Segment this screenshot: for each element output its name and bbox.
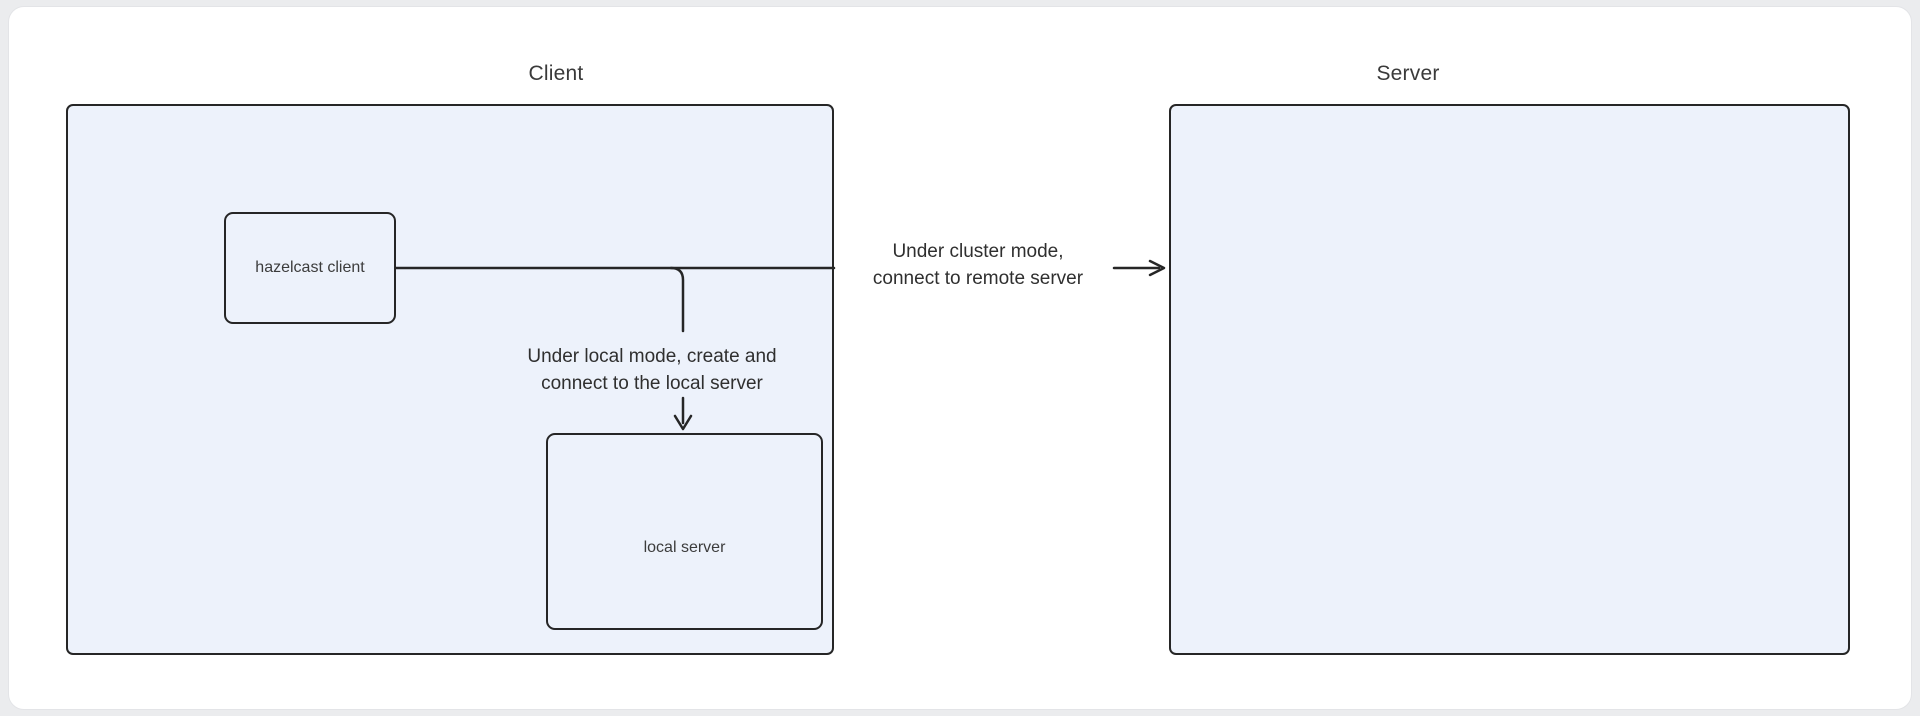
hazelcast-client-node-label: hazelcast client xyxy=(255,259,365,276)
local-server-node: local server xyxy=(546,433,823,630)
hazelcast-client-node: hazelcast client xyxy=(224,212,396,324)
server-group-title: Server xyxy=(1376,62,1440,85)
local-mode-annotation-line1: Under local mode, create and xyxy=(527,346,777,367)
cluster-mode-annotation: Under cluster mode, connect to remote se… xyxy=(818,238,1138,292)
local-mode-annotation: Under local mode, create and connect to … xyxy=(492,343,812,397)
cluster-mode-annotation-line1: Under cluster mode, xyxy=(892,241,1064,262)
local-mode-annotation-line2: connect to the local server xyxy=(541,373,763,394)
cluster-mode-annotation-line2: connect to remote server xyxy=(872,268,1084,289)
local-server-node-label: local server xyxy=(643,538,726,556)
server-group-box xyxy=(1169,104,1850,655)
client-group-title: Client xyxy=(528,62,584,85)
